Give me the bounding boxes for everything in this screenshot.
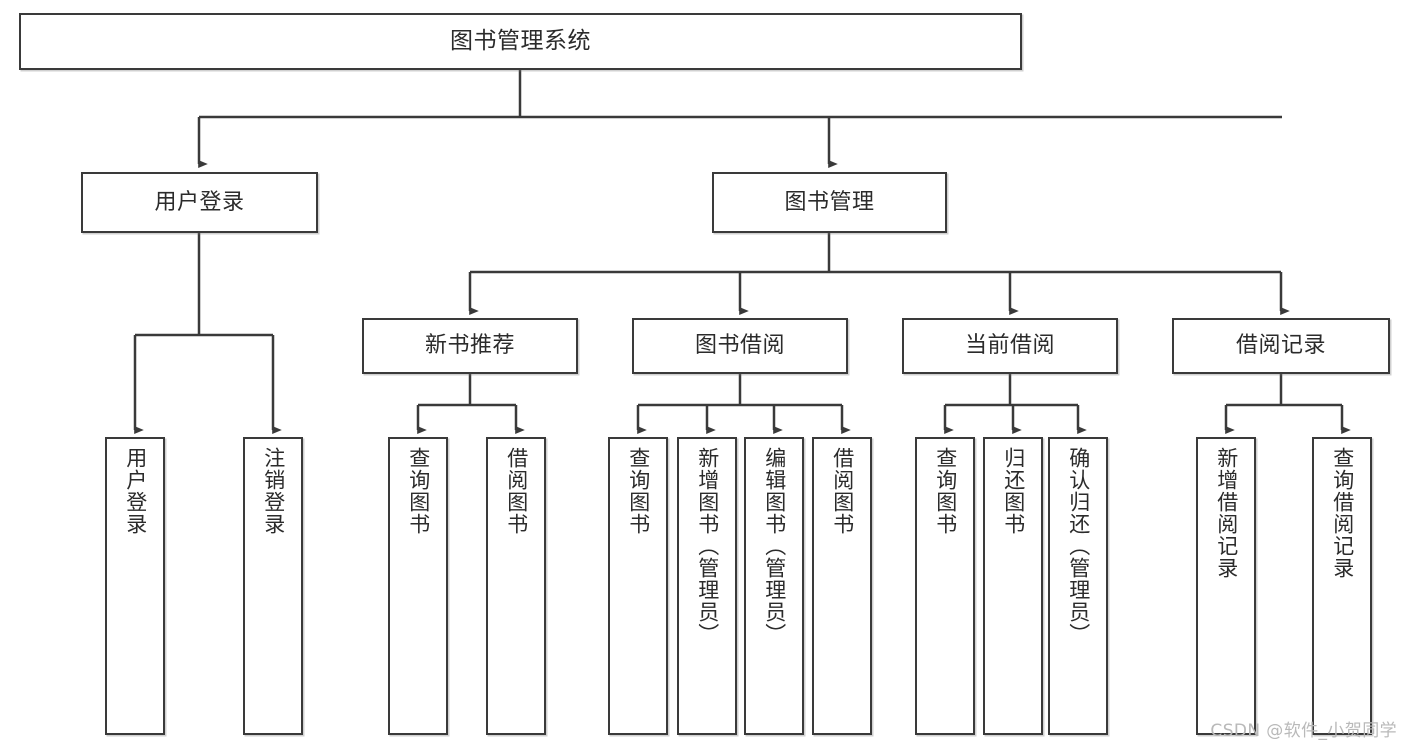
node-new-book-recommend[interactable]: 新书推荐: [362, 318, 578, 374]
leaf-query-book-borrow[interactable]: 查询图书: [608, 437, 668, 735]
leaf-add-book-admin[interactable]: 新增图书（管理员）: [677, 437, 737, 735]
leaf-query-book-recommend[interactable]: 查询图书: [388, 437, 448, 735]
node-user-login[interactable]: 用户登录: [81, 172, 318, 233]
watermark: CSDN @软件_小贺同学: [1210, 721, 1397, 741]
leaf-query-borrow-record-label: 查询借阅记录: [1330, 447, 1355, 579]
node-borrow-records[interactable]: 借阅记录: [1172, 318, 1390, 374]
leaf-add-borrow-record-label: 新增借阅记录: [1214, 447, 1239, 579]
leaf-user-login-label: 用户登录: [123, 447, 148, 535]
node-book-borrow-label: 图书借阅: [694, 333, 785, 358]
node-root-label: 图书管理系统: [450, 28, 591, 54]
leaf-edit-book-admin-label: 编辑图书（管理员）: [762, 447, 787, 645]
leaf-add-borrow-record[interactable]: 新增借阅记录: [1196, 437, 1256, 735]
leaf-borrow-book-recommend-label: 借阅图书: [504, 447, 529, 535]
node-current-borrow[interactable]: 当前借阅: [902, 318, 1118, 374]
leaf-borrow-book-recommend[interactable]: 借阅图书: [486, 437, 546, 735]
node-root[interactable]: 图书管理系统: [19, 13, 1022, 70]
node-user-login-label: 用户登录: [154, 189, 245, 215]
leaf-logout[interactable]: 注销登录: [243, 437, 303, 735]
node-new-book-recommend-label: 新书推荐: [424, 333, 515, 358]
node-borrow-records-label: 借阅记录: [1235, 333, 1326, 358]
leaf-query-book-current-label: 查询图书: [933, 447, 958, 535]
leaf-edit-book-admin[interactable]: 编辑图书（管理员）: [744, 437, 804, 735]
leaf-confirm-return-admin-label: 确认归还（管理员）: [1066, 447, 1091, 645]
leaf-return-book-label: 归还图书: [1001, 447, 1026, 535]
leaf-confirm-return-admin[interactable]: 确认归还（管理员）: [1048, 437, 1108, 735]
leaf-query-book-borrow-label: 查询图书: [626, 447, 651, 535]
leaf-logout-label: 注销登录: [261, 447, 286, 535]
leaf-add-book-admin-label: 新增图书（管理员）: [695, 447, 720, 645]
node-book-borrow[interactable]: 图书借阅: [632, 318, 848, 374]
node-book-management-label: 图书管理: [784, 189, 875, 215]
leaf-query-borrow-record[interactable]: 查询借阅记录: [1312, 437, 1372, 735]
leaf-borrow-book[interactable]: 借阅图书: [812, 437, 872, 735]
leaf-user-login[interactable]: 用户登录: [105, 437, 165, 735]
leaf-return-book[interactable]: 归还图书: [983, 437, 1043, 735]
leaf-query-book-recommend-label: 查询图书: [406, 447, 431, 535]
leaf-query-book-current[interactable]: 查询图书: [915, 437, 975, 735]
node-book-management[interactable]: 图书管理: [712, 172, 947, 233]
node-current-borrow-label: 当前借阅: [964, 333, 1055, 358]
leaf-borrow-book-label: 借阅图书: [830, 447, 855, 535]
